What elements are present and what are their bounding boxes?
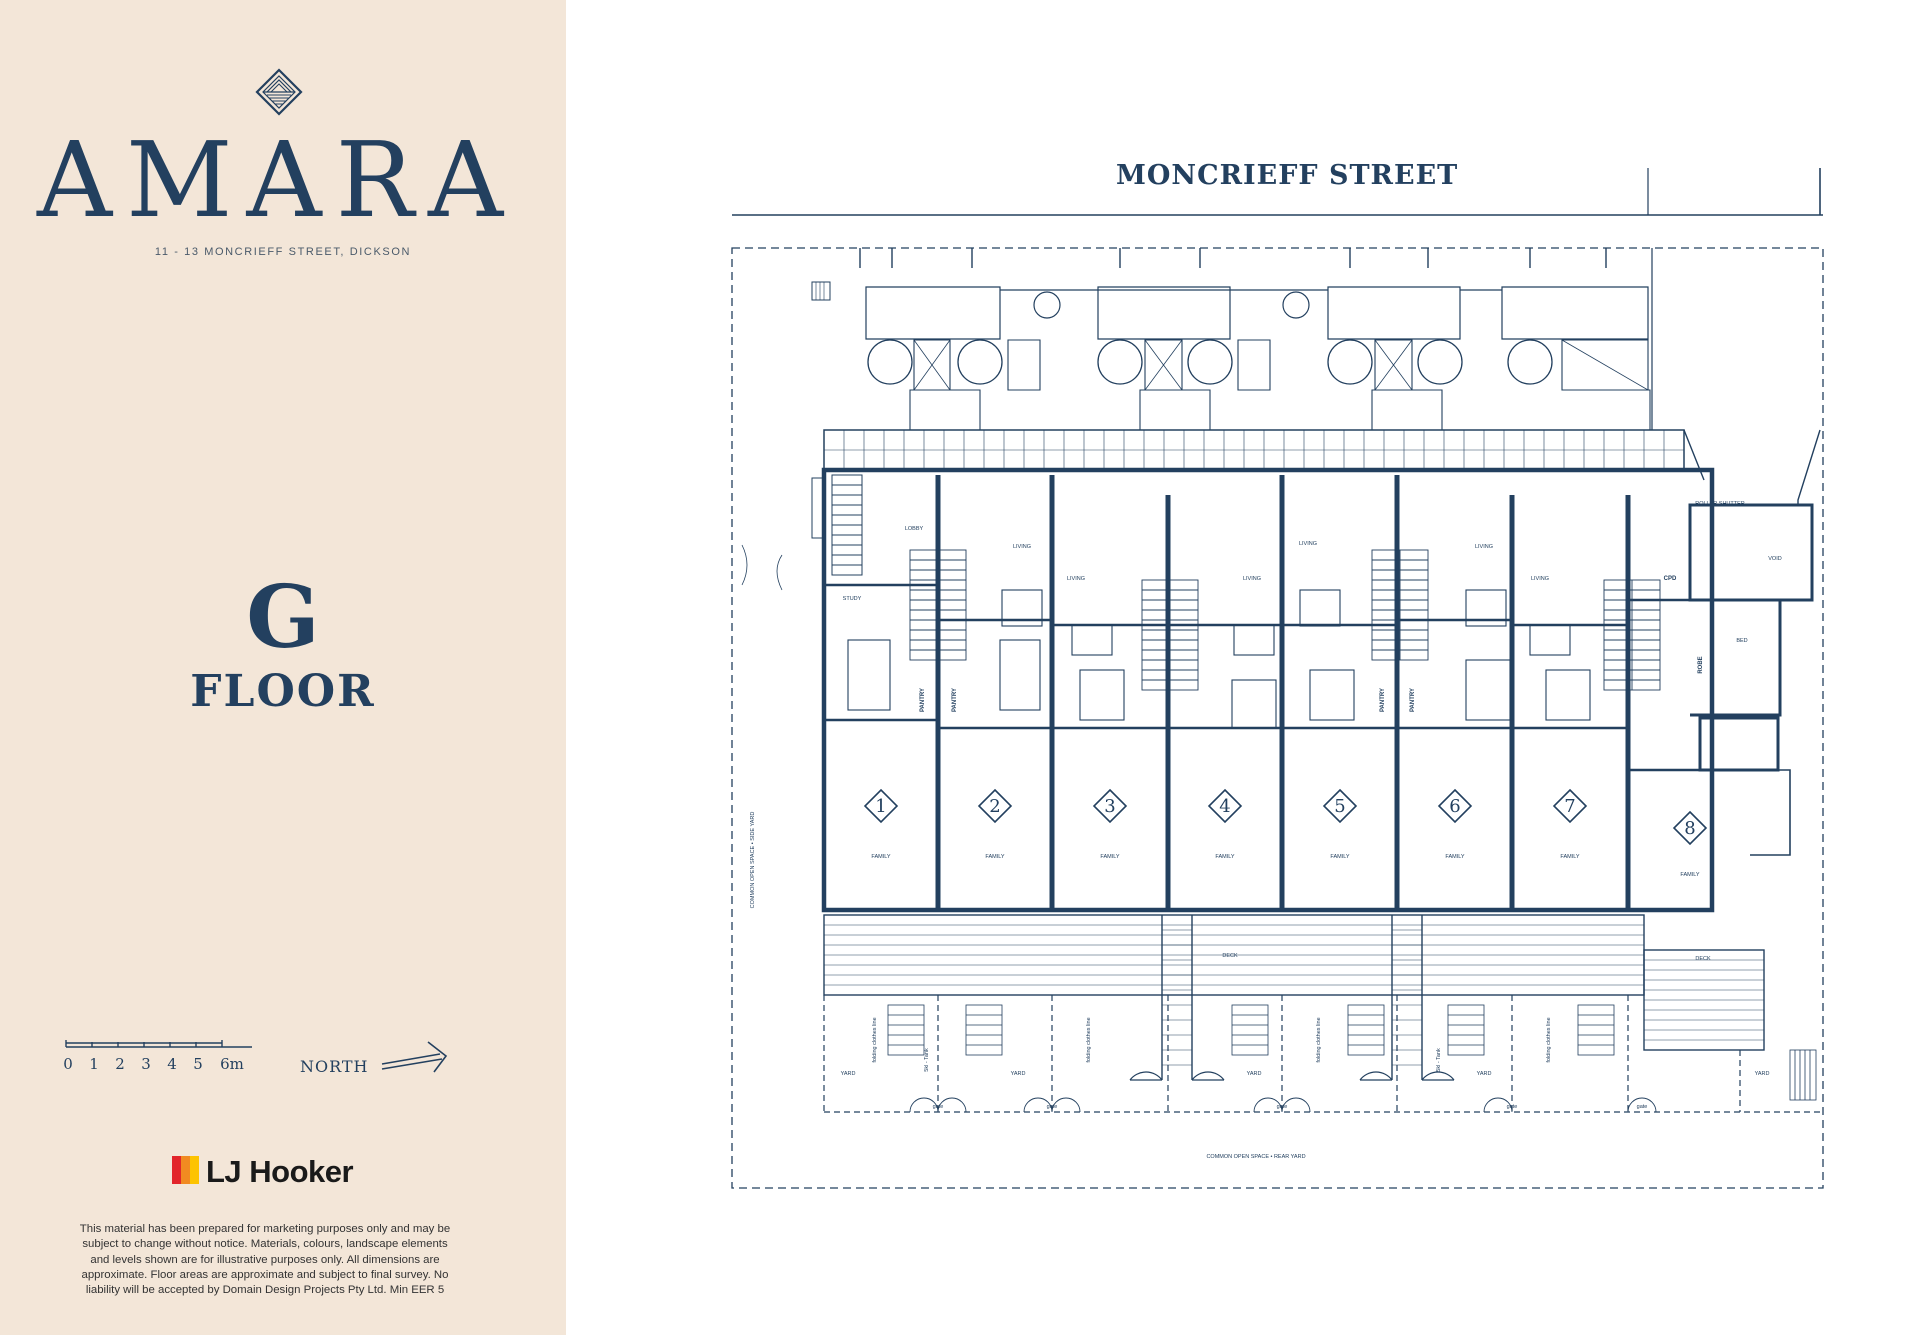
unit-markers: 1 2 3 4 5 6 7 8 bbox=[863, 788, 1708, 846]
disclaimer-line: approximate. Floor areas are approximate… bbox=[81, 1268, 449, 1281]
room-label-yard: YARD bbox=[1247, 1071, 1262, 1077]
room-label-gate: gate bbox=[1047, 1104, 1058, 1110]
unit-number: 3 bbox=[1104, 796, 1115, 817]
unit-marker-6: 6 bbox=[1437, 788, 1473, 824]
unit-marker-3: 3 bbox=[1092, 788, 1128, 824]
room-label-family: FAMILY bbox=[1330, 854, 1349, 860]
scale-tick-label: 1 bbox=[89, 1055, 99, 1073]
unit-number: 2 bbox=[989, 796, 1000, 817]
north-indicator: NORTH bbox=[300, 1041, 448, 1076]
clothes-line-label: folding clothes line bbox=[1086, 1017, 1092, 1062]
room-label-living: LIVING bbox=[1531, 576, 1549, 582]
room-label-living: LIVING bbox=[1013, 544, 1031, 550]
room-label-gate: gate bbox=[1277, 1104, 1288, 1110]
unit-number: 4 bbox=[1219, 796, 1230, 817]
room-label-cpd: CPD bbox=[1664, 576, 1677, 582]
clothes-line-label: folding clothes line bbox=[1316, 1017, 1322, 1062]
scale-tick-label: 0 bbox=[63, 1055, 73, 1073]
room-label-family: FAMILY bbox=[1445, 854, 1464, 860]
logo-bar-orange bbox=[181, 1156, 190, 1184]
tank-label: 5kl - Tank bbox=[924, 1048, 930, 1072]
logo-bar-yellow bbox=[190, 1156, 199, 1184]
room-label-pantry: PANTRY bbox=[952, 688, 958, 712]
room-label-family: FAMILY bbox=[1100, 854, 1119, 860]
room-label-void: VOID bbox=[1768, 556, 1781, 562]
room-label-living: LIVING bbox=[1067, 576, 1085, 582]
unit-marker-5: 5 bbox=[1322, 788, 1358, 824]
room-label-pantry: PANTRY bbox=[1380, 688, 1386, 712]
room-label-family: FAMILY bbox=[985, 854, 1004, 860]
unit-marker-2: 2 bbox=[977, 788, 1013, 824]
street-name-label: MONCRIEFF STREET bbox=[1116, 160, 1459, 191]
diamond-emblem-icon bbox=[255, 68, 303, 116]
floor-word: FLOOR bbox=[190, 666, 376, 717]
unit-marker-7: 7 bbox=[1552, 788, 1588, 824]
room-label-lobby: LOBBY bbox=[905, 526, 924, 532]
unit-number: 7 bbox=[1564, 796, 1575, 817]
room-label-family: FAMILY bbox=[1215, 854, 1234, 860]
room-label-yard: YARD bbox=[1477, 1071, 1492, 1077]
unit-number: 1 bbox=[875, 796, 886, 817]
unit-number: 8 bbox=[1684, 818, 1695, 839]
disclaimer-line: liability will be accepted by Domain Des… bbox=[85, 1284, 445, 1297]
room-label-robe: ROBE bbox=[1698, 656, 1704, 673]
logo-bar-red bbox=[172, 1156, 181, 1184]
room-label-gate: gate bbox=[1637, 1104, 1648, 1110]
floor-plan: 1 2 3 4 5 6 7 8 LOBBY STUDY LIVING LIVIN… bbox=[731, 168, 1824, 1189]
disclaimer-line: subject to change without notice. Materi… bbox=[82, 1238, 448, 1251]
floor-letter: G bbox=[246, 567, 320, 668]
room-label-gate: gate bbox=[1507, 1104, 1518, 1110]
unit-marker-1: 1 bbox=[863, 788, 899, 824]
unit-marker-8: 8 bbox=[1672, 810, 1708, 846]
room-label-deck: DECK bbox=[1695, 956, 1711, 962]
scale-tick-label: 6m bbox=[220, 1055, 244, 1073]
brand-address: 11 - 13 MONCRIEFF STREET, DICKSON bbox=[154, 246, 412, 258]
room-label-family: FAMILY bbox=[1680, 872, 1699, 878]
room-label-yard: YARD bbox=[1011, 1071, 1026, 1077]
room-label-yard: YARD bbox=[841, 1071, 856, 1077]
unit-number: 5 bbox=[1334, 796, 1345, 817]
room-label-bin-shelter: ROLLER SHUTTER bbox=[1695, 501, 1745, 507]
lj-hooker-logo: LJ Hooker bbox=[172, 1154, 354, 1189]
clothes-line-label: folding clothes line bbox=[872, 1017, 878, 1062]
room-label-bed: BED bbox=[1736, 638, 1747, 644]
brand-title: AMARA bbox=[36, 119, 518, 241]
room-label-pantry: PANTRY bbox=[1410, 688, 1416, 712]
tank-label: 5kl - Tank bbox=[1436, 1048, 1442, 1072]
room-label-deck: DECK bbox=[1222, 953, 1238, 959]
unit-number: 6 bbox=[1449, 796, 1460, 817]
scale-tick-label: 4 bbox=[167, 1055, 177, 1073]
clothes-line-label: folding clothes line bbox=[1546, 1017, 1552, 1062]
scale-bar: 0 1 2 3 4 5 6m bbox=[63, 1040, 252, 1073]
disclaimer-line: and levels shown are for illustrative pu… bbox=[90, 1253, 440, 1266]
north-arrow-icon bbox=[381, 1041, 448, 1073]
unit-marker-4: 4 bbox=[1207, 788, 1243, 824]
room-label-living: LIVING bbox=[1243, 576, 1261, 582]
scale-tick-label: 3 bbox=[141, 1055, 151, 1073]
room-label-common-side: COMMON OPEN SPACE • SIDE YARD bbox=[750, 812, 756, 909]
room-label-living: LIVING bbox=[1475, 544, 1493, 550]
scale-tick-label: 5 bbox=[193, 1055, 203, 1073]
room-label-yard: YARD bbox=[1755, 1071, 1770, 1077]
room-label-family: FAMILY bbox=[1560, 854, 1579, 860]
scale-tick-label: 2 bbox=[115, 1055, 125, 1073]
room-label-common-rear: COMMON OPEN SPACE • REAR YARD bbox=[1206, 1154, 1305, 1160]
north-label: NORTH bbox=[300, 1057, 369, 1076]
disclaimer: This material has been prepared for mark… bbox=[74, 1222, 456, 1298]
room-label-study: STUDY bbox=[843, 596, 862, 602]
room-label-living: LIVING bbox=[1299, 541, 1317, 547]
room-label-family: FAMILY bbox=[871, 854, 890, 860]
disclaimer-line: This material has been prepared for mark… bbox=[79, 1223, 451, 1235]
agency-name: LJ Hooker bbox=[206, 1154, 354, 1189]
sidebar-panel: AMARA 11 - 13 MONCRIEFF STREET, DICKSON … bbox=[0, 0, 566, 1335]
room-label-pantry: PANTRY bbox=[920, 688, 926, 712]
room-label-gate: gate bbox=[933, 1104, 944, 1110]
